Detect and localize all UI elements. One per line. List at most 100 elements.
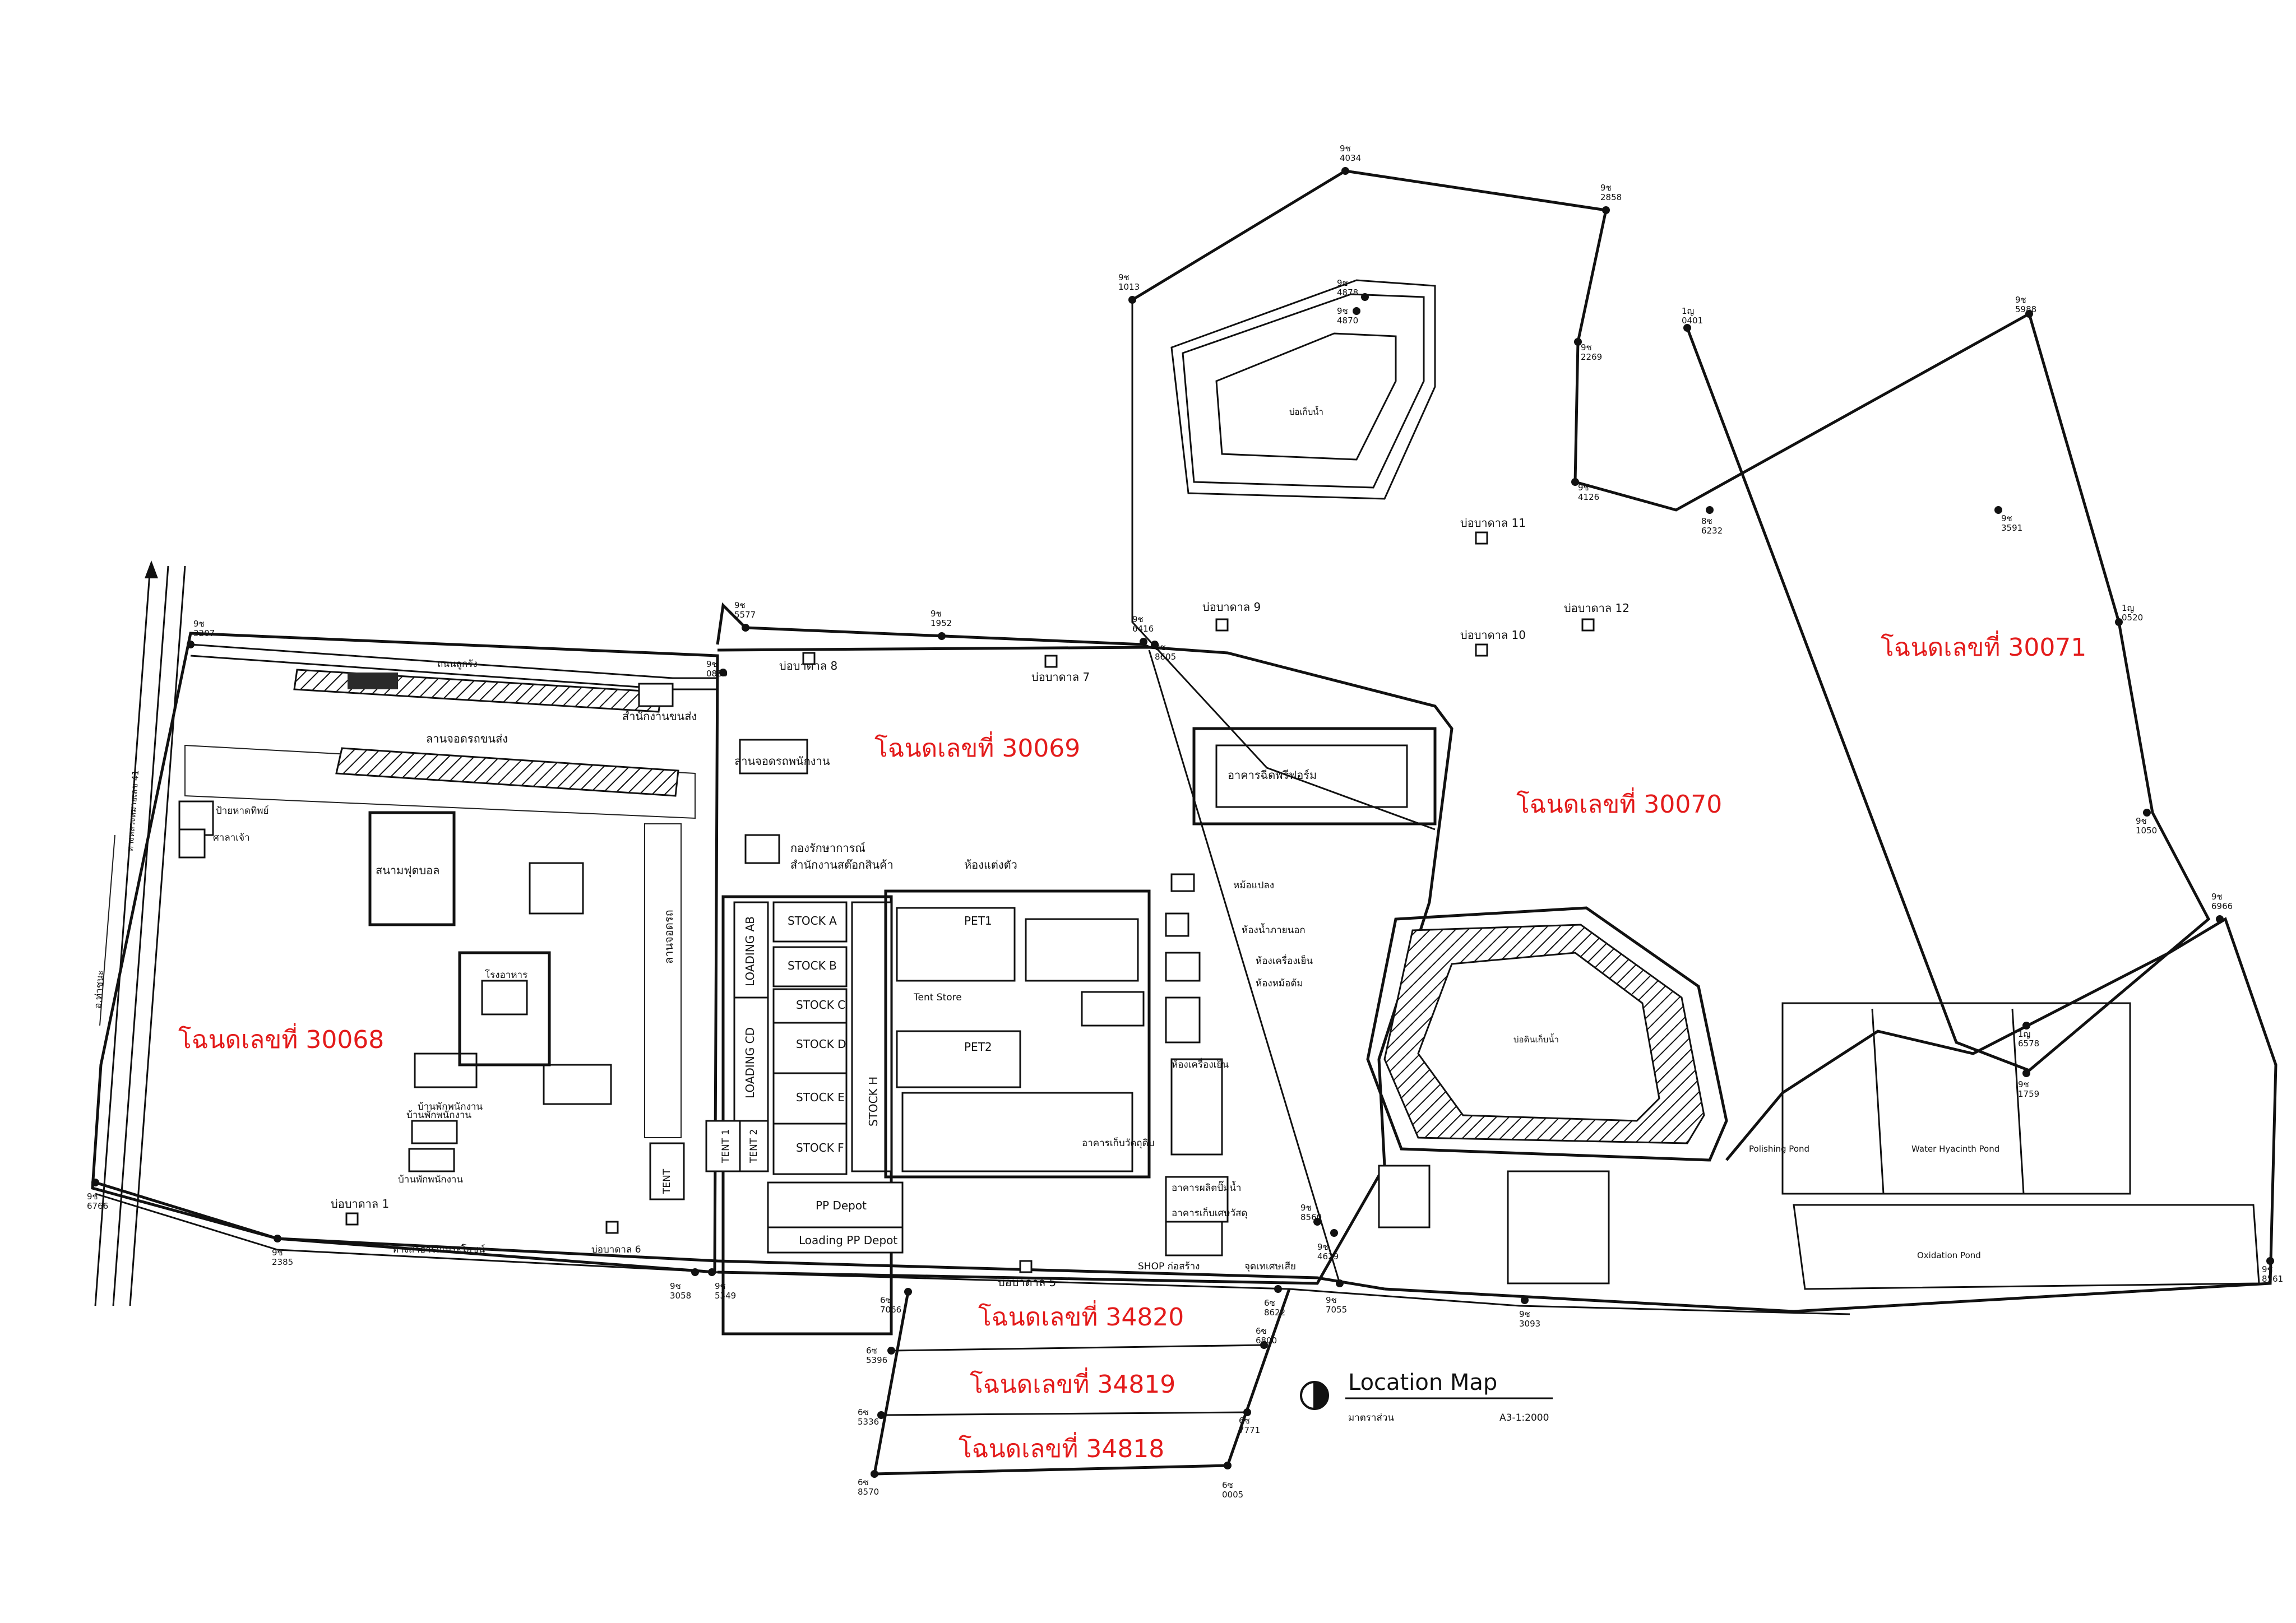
utility-buildings	[1165, 873, 1229, 1256]
admin-block	[529, 862, 584, 915]
survey-point-number: 6578	[2018, 1038, 2039, 1049]
staff-house-block-2	[411, 1120, 458, 1144]
oxidation-pond-label: Oxidation Pond	[1917, 1250, 1981, 1260]
survey-point-number: 8622	[1264, 1307, 1285, 1318]
stock-c-label: STOCK C	[796, 998, 845, 1012]
staff-house-block-1	[414, 1052, 478, 1088]
tent1-label: TENT 1	[720, 1129, 732, 1163]
deed-30070-label: โฉนดเลขที่ 30070	[1516, 787, 1722, 819]
deed-34820-label: โฉนดเลขที่ 34820	[978, 1300, 1184, 1332]
survey-point-code: 9ช	[734, 600, 746, 610]
survey-point-number: 6766	[87, 1201, 108, 1211]
deed-34818-label: โฉนดเลขที่ 34818	[959, 1431, 1164, 1463]
stock-a-label: STOCK A	[788, 914, 837, 928]
survey-point-number: 0401	[1682, 316, 1703, 326]
survey-point-number: 5349	[715, 1291, 736, 1301]
survey-point-number: 5988	[2015, 304, 2036, 314]
truck-parking-lot	[184, 669, 696, 819]
survey-point-number: 0880	[706, 669, 728, 679]
north-arrow-road-icon	[145, 560, 158, 578]
survey-point-code: 6ซ	[858, 1477, 869, 1487]
survey-point-number: 3058	[670, 1291, 691, 1301]
loading-ab-label: LOADING AB	[743, 916, 757, 986]
survey-point-number: 5336	[858, 1417, 879, 1427]
survey-point-number: 7066	[880, 1305, 901, 1315]
survey-point-number: 8560	[1300, 1212, 1322, 1222]
transformer-label: หม้อแปลง	[1233, 880, 1274, 891]
survey-point-code: 9ช	[2211, 892, 2223, 902]
survey-point-number: 3207	[193, 628, 215, 638]
survey-point-code: 9ช	[1600, 183, 1612, 193]
road-name-label: ถนนลูกรัง	[437, 659, 478, 670]
survey-point-code: 6ซ	[1264, 1298, 1275, 1308]
survey-point-code: 6ซ	[1239, 1416, 1250, 1426]
loading-cd-label: LOADING CD	[743, 1027, 757, 1098]
well-11-label: บ่อบาดาล 11	[1460, 516, 1526, 530]
pet2-label: PET2	[964, 1040, 992, 1054]
survey-point-number: 5577	[734, 610, 756, 620]
survey-point-code: 9ช	[1326, 1295, 1337, 1305]
survey-point-number: 5396	[866, 1355, 887, 1365]
waste-treatment-label: จุดเทเศษเสีย	[1244, 1261, 1296, 1272]
football-label: สนามฟุตบอล	[376, 864, 439, 878]
survey-point-code: 9ช	[2136, 816, 2147, 826]
driveway-label: ลานจอดรถ	[662, 910, 675, 964]
survey-point-code: 9ช	[2018, 1079, 2029, 1089]
survey-point-number: 7771	[1239, 1425, 1260, 1435]
admin-block-2	[543, 1064, 612, 1105]
shrine-label: ศาลาเจ้า	[213, 832, 250, 843]
survey-point-code: 9ช	[1118, 272, 1130, 282]
survey-point-number: 4870	[1337, 316, 1358, 326]
survey-point-number: 1013	[1118, 282, 1140, 292]
survey-point-number: 0005	[1222, 1490, 1243, 1500]
well-10-label: บ่อบาดาล 10	[1460, 628, 1526, 642]
truck-parking-label: ลานจอดรถขนส่ง	[426, 732, 508, 745]
production-building-label: อาคารผลิตปั๊มน้ำ	[1172, 1180, 1241, 1194]
survey-point-code: 9ช	[1317, 1242, 1328, 1252]
canteen-label: โรงอาหาร	[485, 969, 527, 981]
survey-point-labels: 9ช40349ช28589ช48789ช48709ช10139ช22699ช41…	[87, 143, 2283, 1500]
canteen-compound	[458, 951, 551, 1066]
north-parcel-link	[1131, 300, 1436, 831]
laterite-road	[190, 643, 718, 679]
survey-point-number: 8605	[1155, 652, 1176, 662]
well-markers	[345, 531, 1595, 1273]
survey-point-number: 4034	[1340, 153, 1361, 163]
stock-e-label: STOCK E	[796, 1091, 845, 1104]
survey-point-code: 6ซ	[858, 1407, 869, 1417]
highway-label: ทางหลวงหมายเลข 41	[125, 769, 141, 852]
survey-point-code: 9ช	[1337, 306, 1348, 316]
survey-point-code: 9ช	[706, 659, 718, 669]
survey-point-number: 1050	[2136, 826, 2157, 836]
well-8-label: บ่อบาดาล 8	[779, 659, 837, 673]
well-9-label: บ่อบาดาล 9	[1202, 600, 1261, 614]
well-12-label: บ่อบาดาล 12	[1564, 601, 1630, 615]
preform-building-compound	[1192, 727, 1437, 826]
staff-house-label-2: บ้านพักพนักงาน	[406, 1110, 471, 1121]
driveway	[644, 823, 682, 1138]
hyacinth-pond-label: Water Hyacinth Pond	[1911, 1144, 1999, 1154]
survey-point-number: 1952	[931, 618, 952, 628]
survey-point-number: 0520	[2122, 613, 2143, 623]
well-7-label: บ่อบาดาล 7	[1031, 670, 1090, 684]
preform-building	[1215, 744, 1408, 808]
treatment-ponds	[1378, 917, 2278, 1313]
waste-building-label: อาคารเก็บเศษวัสดุ	[1172, 1207, 1247, 1219]
survey-point-number: 4126	[1578, 492, 1599, 502]
survey-point-number: 4629	[1317, 1251, 1339, 1262]
survey-point-code: 9ช	[1340, 143, 1351, 154]
pet-production-hall	[884, 889, 1151, 1179]
survey-point-code: 9ช	[272, 1248, 283, 1258]
well-6-label: บ่อบาดาล 6	[591, 1244, 641, 1255]
survey-point-number: 6232	[1701, 526, 1723, 536]
top-pond-label: บ่อเก็บน้ำ	[1289, 406, 1323, 417]
well-5-label: บ่อบาดาล 5	[998, 1276, 1056, 1289]
survey-point-code: 1ญ	[1682, 306, 1694, 316]
survey-points	[91, 167, 2274, 1478]
survey-point-number: 1759	[2018, 1089, 2039, 1099]
materials-label: อาคารเก็บวัตถุดิบ	[1082, 1137, 1154, 1149]
tent-store-label: Tent Store	[913, 992, 962, 1003]
stock-f-label: STOCK F	[796, 1141, 844, 1154]
survey-point-number: 8570	[858, 1487, 879, 1497]
